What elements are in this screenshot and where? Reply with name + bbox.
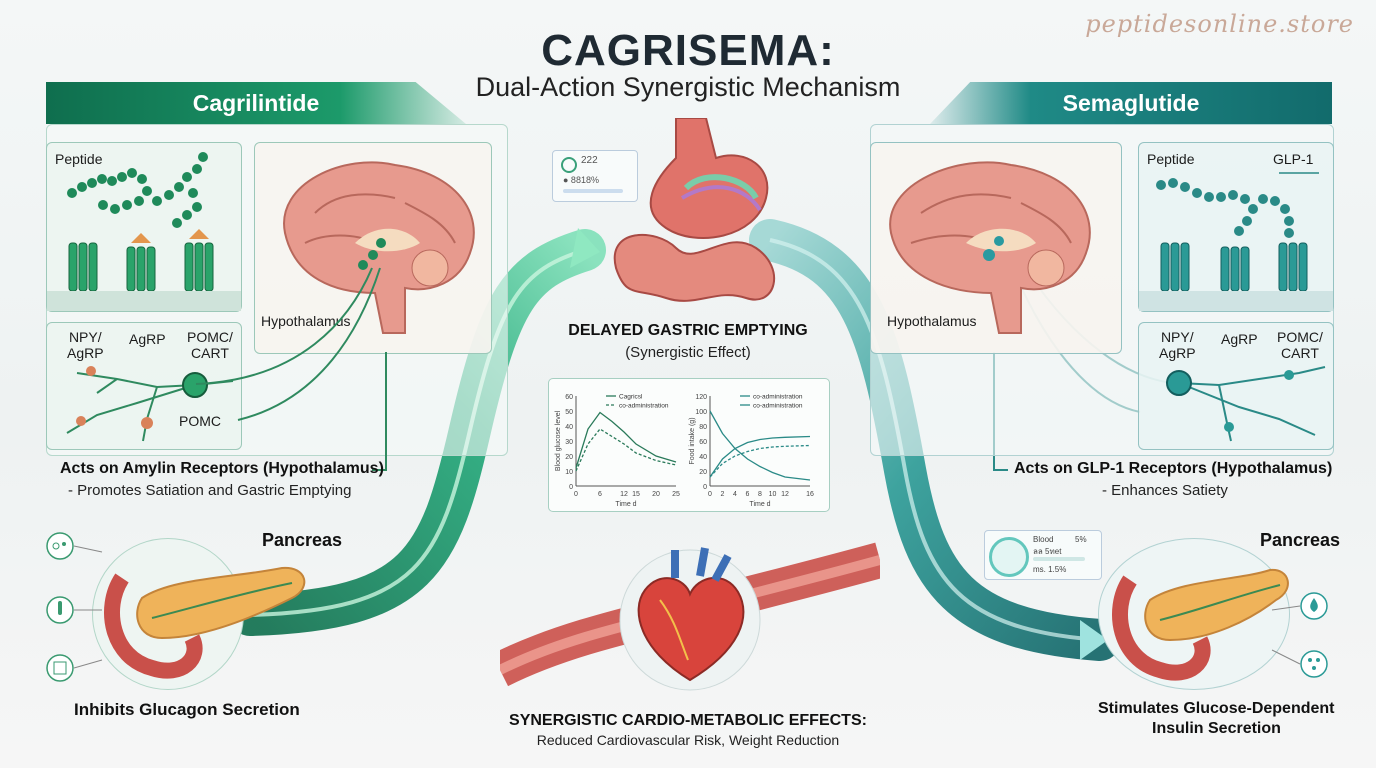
y-tick-label: 10	[565, 469, 573, 476]
x-tick-label: 15	[632, 491, 640, 498]
blood-widget: Blood ลล 5ทet 5% ms. 1.5%	[984, 530, 1102, 580]
x-tick-label: 10	[769, 491, 777, 498]
heart-icon	[500, 542, 880, 691]
glp1-receptor-subcaption: - Enhances Satiety	[1102, 482, 1228, 499]
cardio-subcaption: Reduced Cardiovascular Risk, Weight Redu…	[536, 732, 840, 748]
peptide-receptor-icon	[47, 152, 241, 311]
x-tick-label: 20	[652, 491, 660, 498]
brain-icon	[889, 161, 1091, 334]
page-title: CAGRISEMA:	[541, 26, 835, 75]
y-tick-label: 30	[565, 439, 573, 446]
y-tick-label: 40	[565, 424, 573, 431]
y-tick-label: 50	[565, 409, 573, 416]
x-tick-label: 25	[672, 491, 680, 498]
x-tick-label: 2	[721, 491, 725, 498]
hypothalamus-label: Hypothalamus	[261, 313, 351, 329]
y-axis-label: Blood glucose level	[555, 410, 562, 471]
pomc-cart-label: POMC/ CART	[187, 329, 233, 361]
pomc-label: POMC	[179, 413, 221, 429]
amylin-receptor-subcaption: - Promotes Satiation and Gastric Emptyin…	[68, 482, 352, 499]
x-axis-label: Time d	[615, 501, 636, 508]
legend-label: Cagricsl	[619, 394, 643, 401]
npy-agrp-label: NPY/ AgRP	[1159, 329, 1196, 361]
charts-panel	[548, 378, 830, 512]
x-tick-label: 0	[574, 491, 578, 498]
gauge-icon	[561, 157, 577, 173]
gastric-emptying-subcaption: (Synergistic Effect)	[625, 344, 751, 361]
semaglutide-banner: Semaglutide	[930, 82, 1332, 124]
stomach-widget: 222 ● 8818%	[552, 150, 638, 202]
watermark: peptidesonline.store	[1085, 10, 1354, 38]
x-axis-label: Time d	[749, 501, 770, 508]
y-tick-label: 60	[699, 439, 707, 446]
x-tick-label: 12	[781, 491, 789, 498]
insulin-caption-line2: Insulin Secretion	[1152, 720, 1281, 737]
amylin-receptor-caption: Acts on Amylin Receptors (Hypothalamus)	[60, 460, 384, 477]
teal-arrowhead	[1080, 620, 1108, 660]
y-tick-label: 20	[565, 454, 573, 461]
gauge-icon	[989, 537, 1029, 577]
series-line	[575, 428, 677, 472]
y-tick-label: 0	[569, 484, 573, 491]
x-tick-label: 6	[598, 491, 602, 498]
npy-agrp-label: NPY/ AgRP	[67, 329, 104, 361]
glp1-label: GLP-1	[1273, 151, 1314, 167]
y-tick-label: 120	[695, 394, 707, 401]
y-tick-label: 60	[565, 394, 573, 401]
left-brain-panel: Hypothalamus	[254, 142, 492, 354]
cardio-caption: SYNERGISTIC CARDIO-METABOLIC EFFECTS:	[509, 712, 867, 729]
left-side-icons	[46, 532, 103, 682]
peptide-label: Peptide	[55, 151, 103, 167]
pancreas-icon	[1112, 568, 1289, 681]
brain-icon	[283, 161, 475, 334]
x-tick-label: 0	[708, 491, 712, 498]
glp1-receptor-caption: Acts on GLP-1 Receptors (Hypothalamus)	[1014, 460, 1333, 477]
right-brain-panel: Hypothalamus	[870, 142, 1122, 354]
left-neuron-panel: NPY/ AgRP AgRP POMC/ CART POMC	[46, 322, 242, 450]
series-line	[709, 435, 811, 478]
peptide-receptor-icon	[1139, 172, 1333, 311]
stomach-icon	[613, 118, 775, 302]
y-tick-label: 20	[699, 469, 707, 476]
series-line	[709, 444, 811, 478]
pancreas-icon	[104, 566, 306, 679]
neuron-network-icon	[66, 366, 234, 442]
right-neuron-panel: NPY/ AgRP AgRP POMC/ CART	[1138, 322, 1334, 450]
right-side-icons	[1271, 592, 1328, 678]
agrp-label: AgRP	[129, 331, 166, 347]
gastric-emptying-caption: DELAYED GASTRIC EMPTYING	[568, 322, 808, 339]
glucagon-caption: Inhibits Glucagon Secretion	[74, 700, 300, 719]
green-arrowhead	[570, 228, 600, 268]
series-line	[575, 411, 677, 469]
agrp-label: AgRP	[1221, 331, 1258, 347]
left-pancreas-label: Pancreas	[262, 530, 343, 550]
x-tick-label: 6	[746, 491, 750, 498]
legend-label: co-administration	[753, 403, 803, 410]
y-tick-label: 80	[699, 424, 707, 431]
peptide-label: Peptide	[1147, 151, 1195, 167]
x-tick-label: 8	[758, 491, 762, 498]
insulin-caption-line1: Stimulates Glucose-Dependent	[1098, 700, 1335, 717]
legend-label: co-administration	[619, 403, 669, 410]
right-pancreas-label: Pancreas	[1260, 530, 1341, 550]
neuron-network-icon	[1166, 366, 1326, 442]
page-subtitle: Dual-Action Synergistic Mechanism	[475, 72, 901, 102]
y-axis-label: Food intake (g)	[689, 417, 696, 464]
cagrilintide-banner: Cagrilintide	[46, 82, 466, 124]
x-tick-label: 4	[733, 491, 737, 498]
legend-label: co-administration	[753, 394, 803, 401]
pomc-cart-label: POMC/ CART	[1277, 329, 1323, 361]
y-tick-label: 100	[695, 409, 707, 416]
right-peptide-panel: Peptide GLP-1	[1138, 142, 1334, 312]
series-line	[709, 410, 811, 481]
hypothalamus-label: Hypothalamus	[887, 313, 977, 329]
x-tick-label: 16	[806, 491, 814, 498]
left-peptide-panel: Peptide	[46, 142, 242, 312]
y-tick-label: 40	[699, 454, 707, 461]
x-tick-label: 12	[620, 491, 628, 498]
y-tick-label: 0	[703, 484, 707, 491]
